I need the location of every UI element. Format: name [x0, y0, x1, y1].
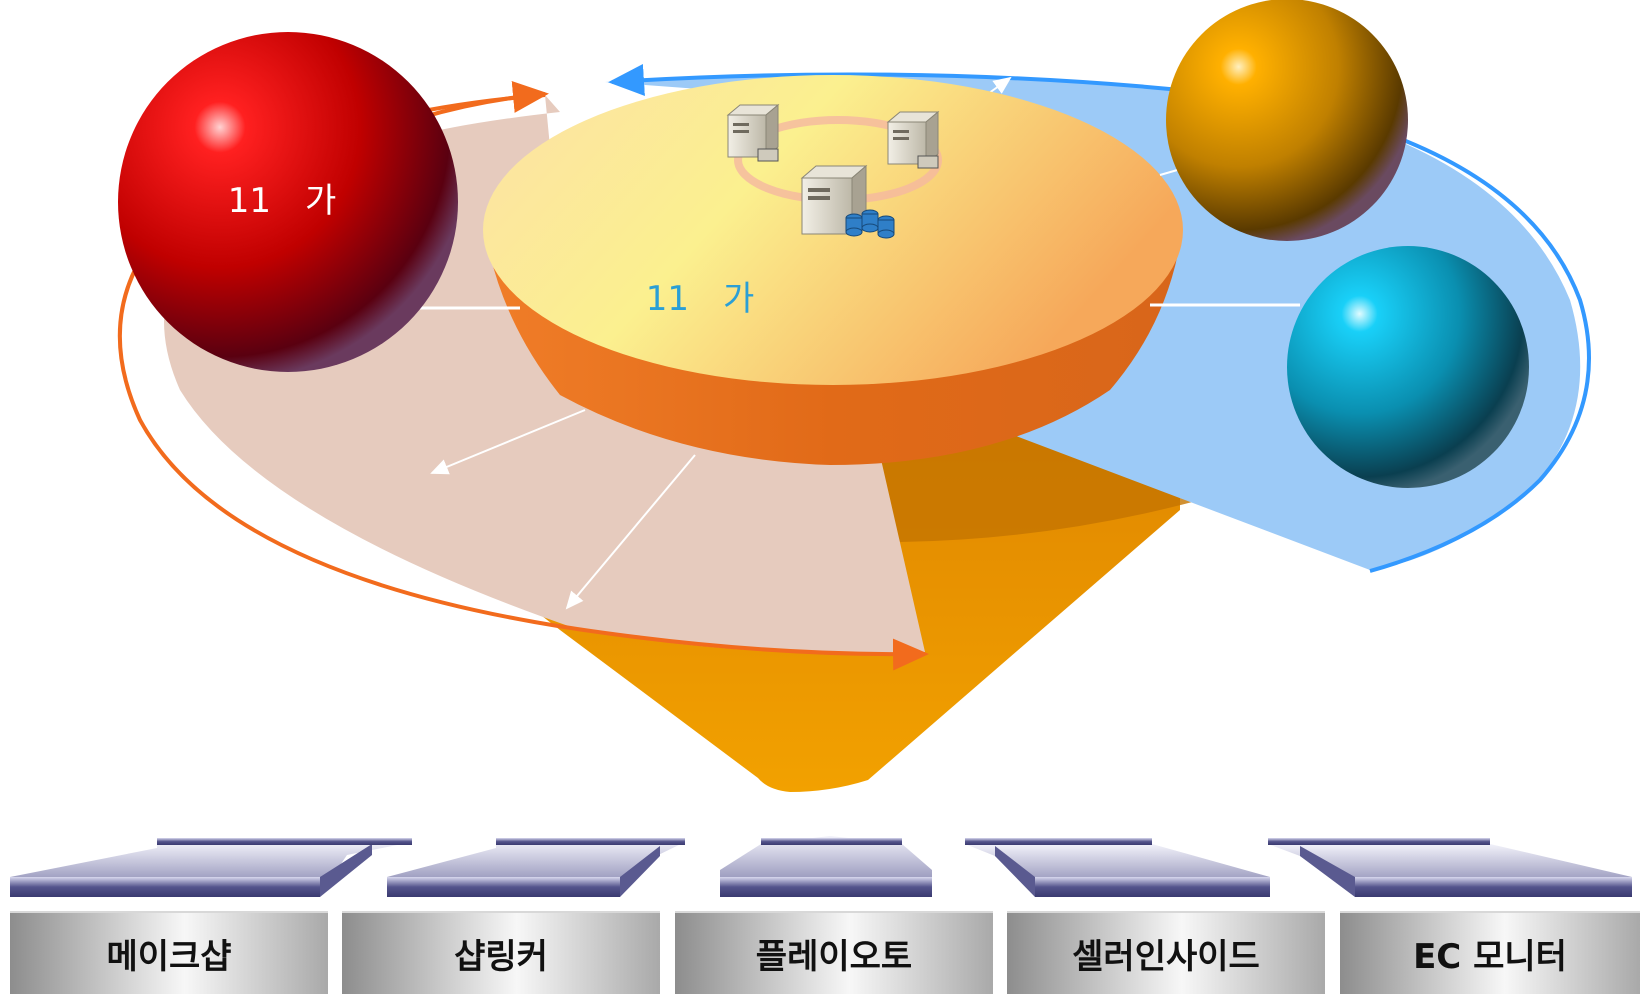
- center-label: 11 가: [646, 279, 755, 319]
- upward-arrow-4: [965, 838, 1270, 897]
- playauto-button[interactable]: 플레이오토: [675, 911, 993, 994]
- database-server-icon: [800, 164, 895, 239]
- gold-sphere: [1166, 0, 1408, 241]
- ec-monitor-button[interactable]: EC 모니터: [1340, 911, 1640, 994]
- cyan-sphere: [1287, 246, 1529, 488]
- white-arrow-2: [565, 454, 696, 610]
- makeshop-button[interactable]: 메이크샵: [10, 911, 328, 994]
- upward-arrow-2: [387, 838, 685, 897]
- upward-arrow-5: [1268, 838, 1632, 897]
- red-sphere-label: 11 가: [228, 181, 337, 221]
- blue-ring-arc: [608, 64, 1591, 573]
- server-icon: [886, 110, 940, 169]
- white-arrow-1: [430, 409, 586, 475]
- server-icon: [726, 103, 780, 162]
- shoplinker-button[interactable]: 샵링커: [342, 911, 660, 994]
- sellerinside-button[interactable]: 셀러인사이드: [1007, 911, 1325, 994]
- upward-arrow-1: [10, 838, 412, 897]
- upward-arrow-3: [720, 836, 932, 897]
- red-sphere: [118, 32, 458, 372]
